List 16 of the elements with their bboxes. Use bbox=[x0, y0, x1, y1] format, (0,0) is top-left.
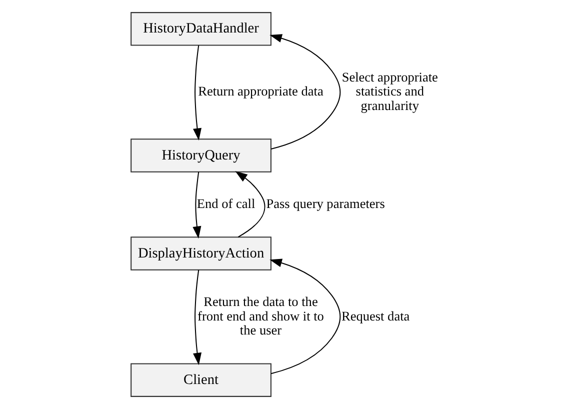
arrow bbox=[269, 258, 340, 374]
node-box: HistoryQuery bbox=[130, 138, 271, 172]
edge-label: Return appropriate data bbox=[198, 84, 323, 99]
edge-label: Select appropriate statistics and granularity bbox=[341, 69, 438, 113]
edge-label: Pass query parameters bbox=[266, 196, 384, 211]
arrow bbox=[269, 34, 340, 150]
node-box: DisplayHistoryAction bbox=[130, 236, 271, 270]
node-box: Client bbox=[130, 363, 271, 397]
node-box: HistoryDataHandler bbox=[130, 12, 271, 46]
edge-label: Request data bbox=[341, 308, 410, 324]
arrow bbox=[192, 45, 202, 141]
arrow bbox=[192, 270, 202, 366]
arrow bbox=[192, 172, 201, 239]
edge-label: Return the data to the front end and show it to the user bbox=[197, 294, 324, 338]
arrow bbox=[234, 171, 265, 238]
edge-label: End of call bbox=[196, 196, 255, 211]
